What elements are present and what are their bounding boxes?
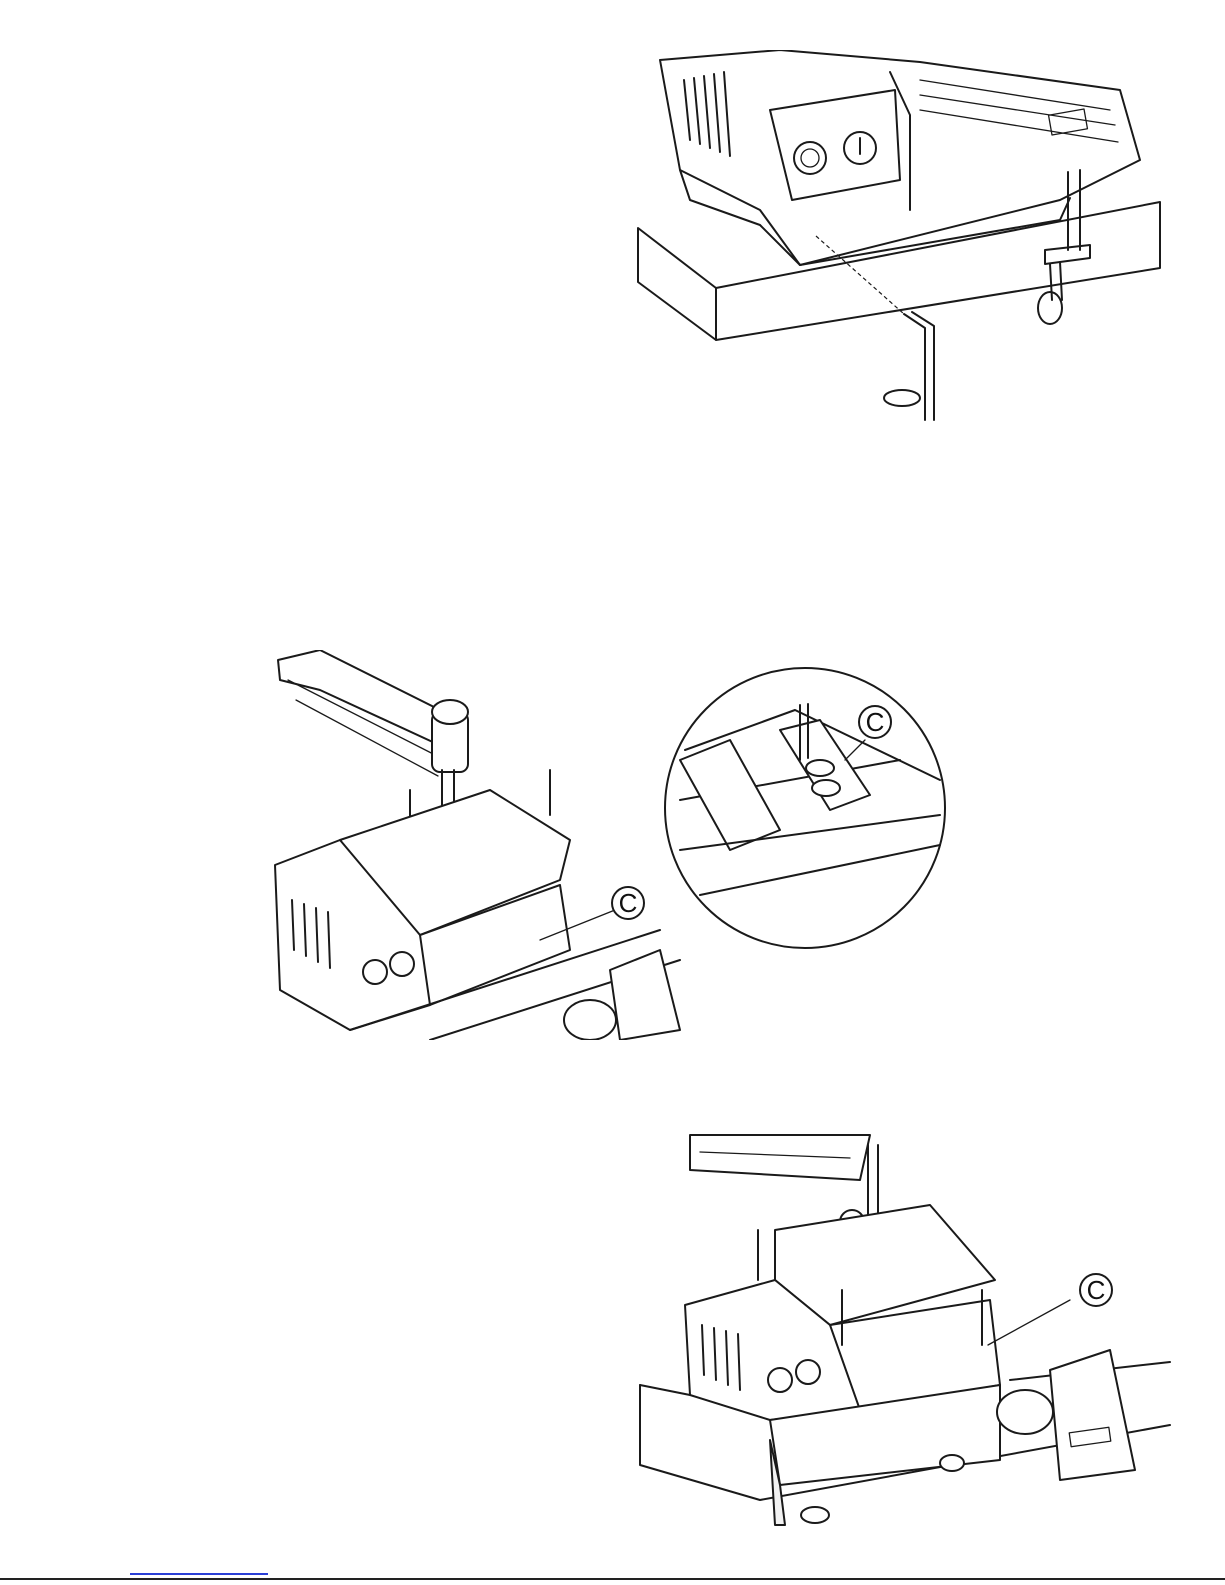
figure-bottom-drawing: C <box>630 1130 1175 1530</box>
figure-bottom-mounted-base: C <box>630 1130 1175 1530</box>
callout-leader <box>540 910 615 940</box>
callout-label: C <box>619 888 638 918</box>
callout-label-detail: C <box>866 707 885 737</box>
pin-hole-upper <box>806 760 834 776</box>
power-switch <box>796 1360 820 1384</box>
clamp-foot <box>884 390 920 406</box>
speed-knob <box>363 960 387 984</box>
figure-middle-table-pins: C C <box>260 650 960 1040</box>
dust-port <box>1050 1350 1135 1480</box>
figure-top-base-clamping <box>620 50 1180 430</box>
clamp-foot-left <box>801 1507 829 1523</box>
callout-label: C <box>1087 1275 1106 1305</box>
pin-hole-lower <box>812 780 840 796</box>
speed-knob <box>768 1368 792 1392</box>
page-link-underline[interactable] <box>130 1573 268 1575</box>
clamp-foot-middle <box>940 1455 964 1471</box>
figure-top-drawing <box>620 50 1180 430</box>
power-switch <box>390 952 414 976</box>
callout-leader <box>988 1300 1070 1345</box>
speed-knob <box>794 142 826 174</box>
figure-middle-drawing: C C <box>260 650 960 1040</box>
page-bottom-rule <box>0 1578 1225 1580</box>
